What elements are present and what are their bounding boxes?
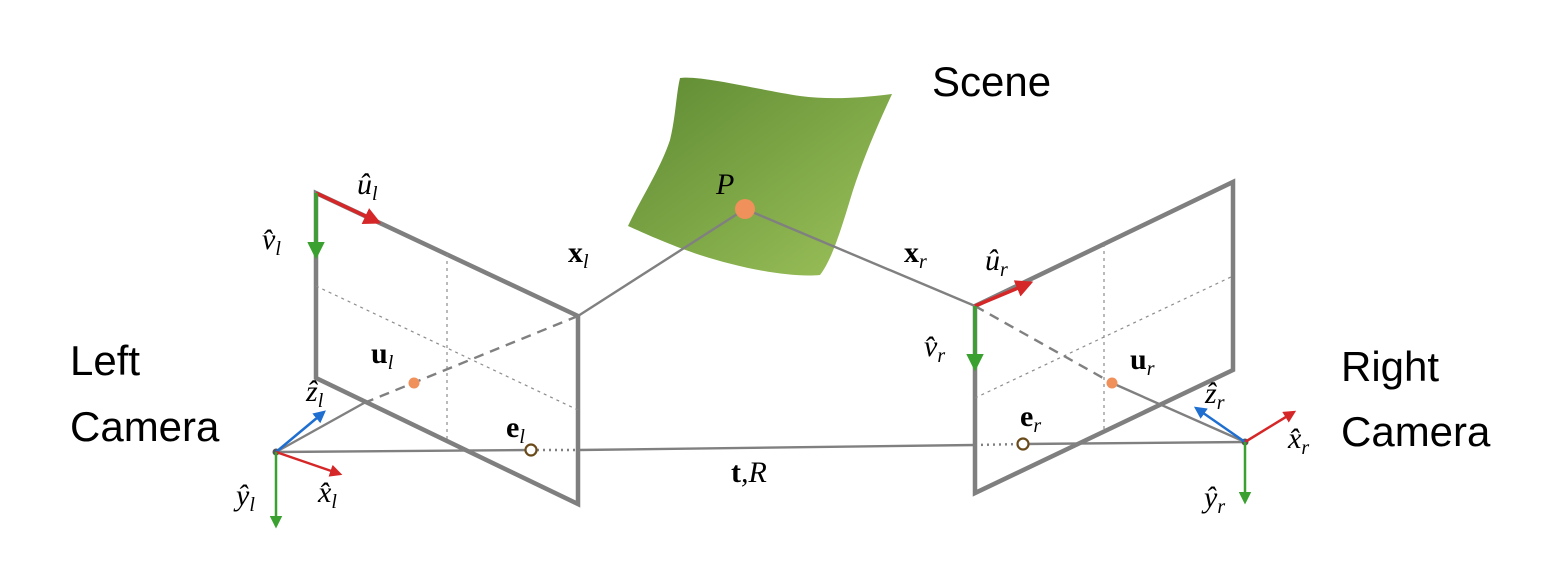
- left-u-hat-label: ûl: [357, 168, 378, 205]
- right-u-hat-label: ûr: [985, 244, 1008, 281]
- left-u-axis-arrow: [315, 191, 382, 224]
- right-image-plane: [972, 178, 1236, 497]
- baseline-middle: [577, 443, 976, 452]
- left-epipole: [524, 443, 538, 457]
- scene-label: Scene: [932, 58, 1051, 105]
- scene-surface: [628, 77, 892, 276]
- left-ray-solid-far: [577, 207, 746, 318]
- right-ray-solid-near: [1111, 381, 1246, 444]
- left-ray-dashed: [363, 314, 579, 405]
- right-projection-label: ur: [1130, 343, 1155, 380]
- right-z-hat-label: ẑr: [1204, 377, 1225, 414]
- right-plane-grid-horizontal: [974, 275, 1234, 399]
- left-v-hat-label: v̂l: [262, 223, 281, 260]
- left-ray-solid-near: [275, 401, 365, 454]
- baseline-right-dotted: [974, 442, 1024, 447]
- right-z-axis-arrow: [1193, 406, 1246, 444]
- left-ray-label: xl: [568, 236, 589, 273]
- right-v-hat-label: v̂r: [924, 330, 945, 367]
- right-epipole: [1016, 437, 1030, 451]
- right-u-axis-arrow: [974, 280, 1034, 308]
- left-projection-point: [408, 377, 420, 389]
- left-z-axis-arrow: [275, 410, 326, 453]
- right-projection-point: [1106, 377, 1118, 389]
- right-x-axis-arrow: [1244, 410, 1297, 444]
- left-x-axis-arrow: [275, 450, 343, 477]
- right-epipole-label: er: [1020, 400, 1041, 437]
- left-camera-label-line1: Left: [70, 337, 140, 384]
- point-p-label: P: [715, 168, 734, 201]
- right-ray-label: xr: [904, 236, 927, 273]
- baseline-left-solid: [275, 448, 532, 454]
- scene-point-p: [735, 199, 755, 219]
- left-y-hat-label: ŷl: [233, 479, 255, 516]
- left-image-plane: [313, 189, 581, 508]
- left-epipole-label: el: [506, 411, 525, 448]
- left-x-hat-label: x̂l: [317, 476, 337, 513]
- left-projection-label: ul: [371, 337, 394, 374]
- left-z-hat-label: ẑl: [305, 375, 324, 412]
- right-ray-dashed: [974, 304, 1113, 385]
- right-camera-label-line1: Right: [1341, 343, 1439, 390]
- left-camera-label-line2: Camera: [70, 403, 220, 450]
- right-ray-solid-far: [744, 207, 976, 308]
- baseline-right-solid: [1022, 440, 1246, 446]
- right-x-hat-label: x̂r: [1287, 422, 1309, 459]
- right-y-hat-label: ŷr: [1201, 481, 1225, 518]
- right-camera-label-line2: Camera: [1341, 408, 1491, 455]
- baseline-label: t,R: [731, 456, 767, 489]
